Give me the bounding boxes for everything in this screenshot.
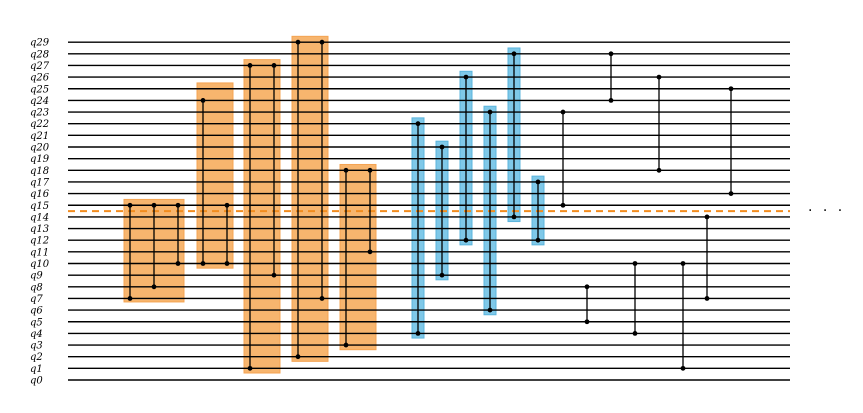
qubit-label: q14 [30,212,49,223]
qubit-label: q23 [30,108,49,119]
gate-control-dot [415,121,421,127]
gate-control-dot [439,272,445,278]
gate-control-dot [463,237,469,243]
gate-control-dot [271,63,277,68]
qubit-label: q27 [30,61,50,72]
gate-control-dot [656,167,662,173]
gate-control-dot [367,249,373,255]
gate-control-dot [511,214,517,220]
gate-control-dot [439,144,445,150]
qubit-label: q6 [30,306,43,317]
gate-control-dot [728,86,734,92]
qubit-label: q20 [30,143,50,154]
qubit-labels: q0q1q2q3q4q5q6q7q8q9q10q11q12q13q14q15q1… [30,38,50,387]
gate-control-dot [656,74,662,80]
gate-control-dot [487,109,493,115]
gate-control-dot [367,167,373,173]
gate-control-dot [319,296,325,301]
gate-control-dot [175,202,181,208]
gate-control-dot [319,39,325,45]
gate-control-dot [584,284,590,290]
qubit-label: q2 [30,352,43,363]
qubit-label: q22 [30,119,49,130]
qubit-label: q0 [30,376,43,387]
gate-control-dot [271,272,277,278]
qubit-label: q18 [30,166,49,177]
qubit-label: q21 [30,131,49,142]
gate-control-dot [584,319,590,325]
gate-control-dot [175,261,181,266]
qubit-label: q13 [30,224,49,235]
gate-control-dot [608,51,614,57]
gate-control-dot [151,284,157,290]
gate-control-dot [463,74,469,80]
gate-control-dot [704,214,710,220]
qubit-label: q29 [30,38,50,49]
gate-control-dot [295,39,301,45]
qubit-label: q12 [30,236,49,247]
qubit-label: q10 [30,259,50,270]
gate-control-dot [127,296,133,301]
gate-control-dot [704,296,710,301]
qubit-label: q8 [30,282,43,293]
qubit-label: q15 [30,201,49,212]
gate-control-dot [680,261,686,266]
two-qubit-gates [127,39,734,371]
gate-control-dot [127,202,133,208]
gate-control-dot [535,179,541,185]
qubit-label: q11 [30,247,49,258]
qubit-wires [68,41,790,381]
qubit-label: q16 [30,189,50,200]
gate-control-dot [247,365,253,371]
gate-control-dot [224,202,230,208]
qubit-label: q4 [30,329,43,340]
gate-control-dot [487,307,493,313]
qubit-label: q19 [30,154,50,165]
qubit-label: q24 [30,96,49,107]
gate-control-dot [247,63,253,68]
gate-control-dot [295,354,301,360]
continuation-ellipsis: · · · [808,203,845,219]
qubit-label: q26 [30,73,50,84]
gate-control-dot [560,202,566,208]
gate-control-dot [200,98,206,103]
qubit-label: q9 [30,271,43,282]
qubit-label: q25 [30,84,49,95]
qubit-label: q3 [30,341,43,352]
gate-control-dot [343,342,349,348]
gate-control-dot [728,191,734,197]
gate-control-dot [632,261,638,266]
gate-control-dot [511,51,517,57]
gate-control-dot [535,237,541,243]
qubit-label: q1 [30,364,43,375]
gate-control-dot [560,109,566,115]
gate-control-dot [632,331,638,336]
gate-control-dot [343,167,349,173]
gate-control-dot [415,331,421,336]
qubit-label: q5 [30,317,43,328]
gate-control-dot [608,98,614,103]
gate-control-dot [200,261,206,266]
qubit-label: q17 [30,177,50,188]
qubit-label: q28 [30,49,49,60]
qubit-label: q7 [30,294,43,305]
gate-control-dot [224,261,230,266]
gate-control-dot [151,202,157,208]
gate-control-dot [680,365,686,371]
